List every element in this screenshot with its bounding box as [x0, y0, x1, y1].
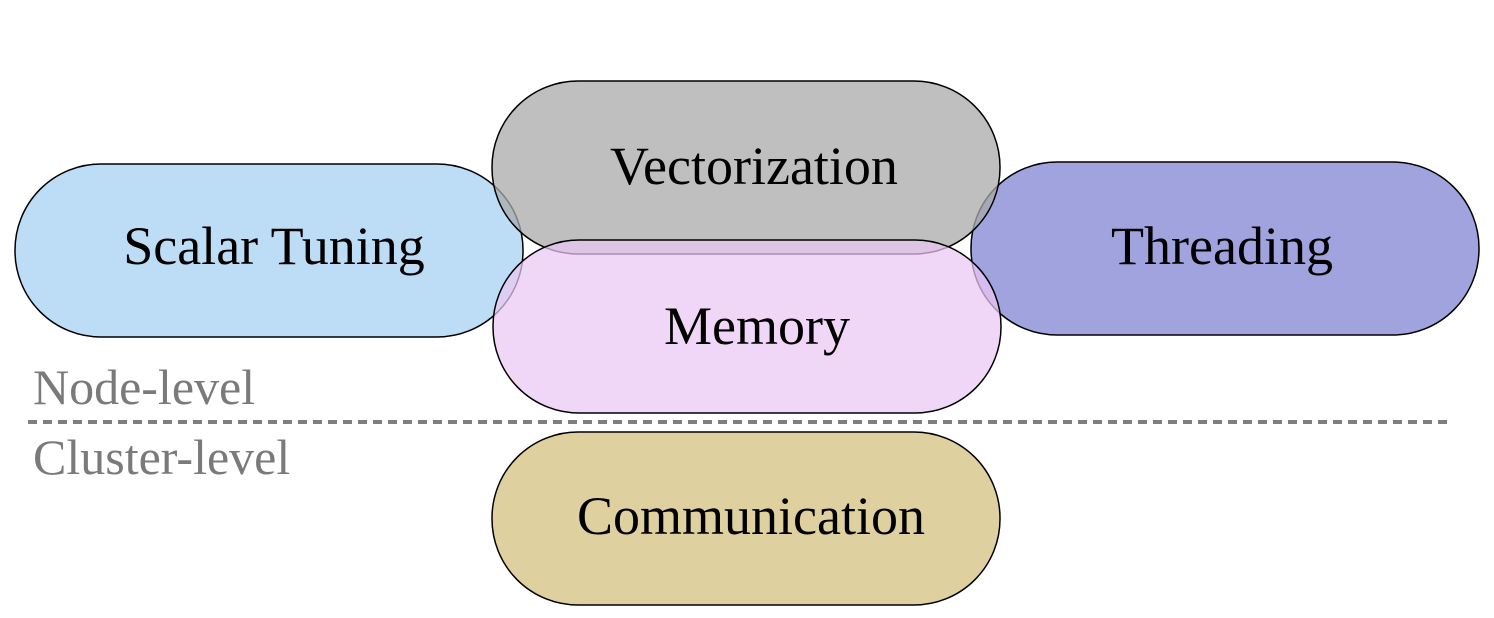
- memory-node: Memory: [492, 239, 1002, 414]
- communication-node: Communication: [491, 431, 1001, 606]
- scalar-tuning-pill: [14, 163, 524, 338]
- vectorization-node: Vectorization: [491, 80, 1001, 255]
- cluster-level-label: Cluster-level: [33, 429, 290, 485]
- memory-label: Memory: [664, 296, 850, 356]
- memory-pill: [492, 239, 1002, 414]
- node-level-label: Node-level: [33, 359, 255, 415]
- vectorization-label: Vectorization: [610, 136, 898, 196]
- communication-pill: [491, 431, 1001, 606]
- threading-label: Threading: [1111, 216, 1333, 276]
- scalar-tuning-label: Scalar Tuning: [123, 216, 425, 276]
- threading-pill: [970, 161, 1480, 336]
- communication-label: Communication: [577, 486, 925, 546]
- scalar-tuning-node: Scalar Tuning: [14, 163, 524, 338]
- threading-node: Threading: [970, 161, 1480, 336]
